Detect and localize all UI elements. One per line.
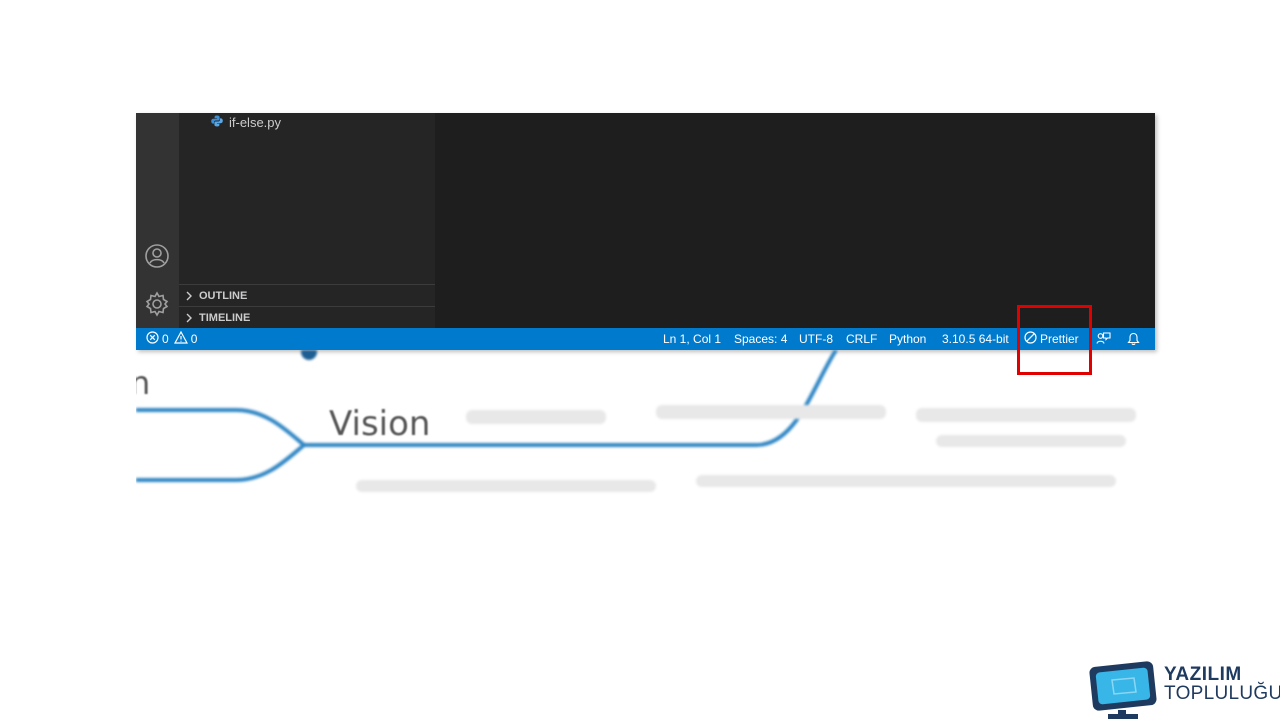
cursor-position-label: Ln 1, Col 1 — [663, 332, 722, 346]
encoding-label: UTF-8 — [799, 332, 833, 346]
python-icon — [211, 115, 223, 130]
language-label: Python — [889, 332, 927, 346]
gear-icon[interactable] — [142, 289, 172, 319]
indentation-label: Spaces: 4 — [734, 332, 788, 346]
activity-bar — [136, 113, 179, 328]
prohibited-icon — [1024, 331, 1037, 347]
vscode-window: if-else.py OUTLINE TIMELINE 0 — [136, 113, 1155, 350]
monitor-logo-icon — [1089, 661, 1157, 719]
file-name: if-else.py — [229, 114, 282, 130]
eol-label: CRLF — [846, 332, 878, 346]
background-diagram: n Vision — [136, 350, 1176, 510]
encoding[interactable]: UTF-8 — [799, 328, 833, 350]
logo-line1: YAZILIM — [1164, 664, 1242, 685]
timeline-label: TIMELINE — [199, 311, 251, 324]
editor-area[interactable] — [435, 113, 1155, 328]
status-bar: 0 0 Ln 1, Col 1 Spaces: 4 UTF-8 CRLF Pyt… — [136, 328, 1155, 350]
outline-section[interactable]: OUTLINE — [179, 284, 435, 306]
timeline-section[interactable]: TIMELINE — [179, 306, 435, 328]
problems-indicator[interactable]: 0 0 — [146, 328, 197, 350]
chevron-right-icon — [179, 291, 199, 301]
bell-icon[interactable] — [1127, 328, 1140, 350]
warning-count: 0 — [190, 332, 198, 346]
diagram-label-vision: Vision — [329, 404, 431, 444]
language-mode[interactable]: Python — [889, 328, 926, 350]
indentation[interactable]: Spaces: 4 — [734, 328, 787, 350]
explorer-sidebar: if-else.py OUTLINE TIMELINE — [179, 113, 435, 328]
error-icon — [146, 331, 159, 347]
yazilim-toplulugu-logo: YAZILIM TOPLULUĞU — [1088, 658, 1280, 720]
diagram-label-partial: n — [136, 364, 151, 402]
end-of-line[interactable]: CRLF — [846, 328, 877, 350]
prettier-status[interactable]: Prettier — [1024, 328, 1079, 350]
prettier-label: Prettier — [1040, 332, 1079, 346]
chevron-right-icon — [179, 313, 199, 323]
feedback-icon[interactable] — [1096, 328, 1111, 350]
logo-line2: TOPLULUĞU — [1164, 683, 1280, 704]
interpreter-label: 3.10.5 64-bit — [942, 332, 1009, 346]
warning-icon — [173, 330, 188, 347]
python-interpreter[interactable]: 3.10.5 64-bit — [942, 328, 1009, 350]
outline-label: OUTLINE — [199, 289, 248, 302]
error-count: 0 — [162, 332, 169, 346]
file-item-if-else[interactable]: if-else.py — [211, 113, 281, 131]
cursor-position[interactable]: Ln 1, Col 1 — [663, 328, 721, 350]
highlight-box — [1017, 305, 1092, 375]
accounts-icon[interactable] — [142, 241, 172, 271]
